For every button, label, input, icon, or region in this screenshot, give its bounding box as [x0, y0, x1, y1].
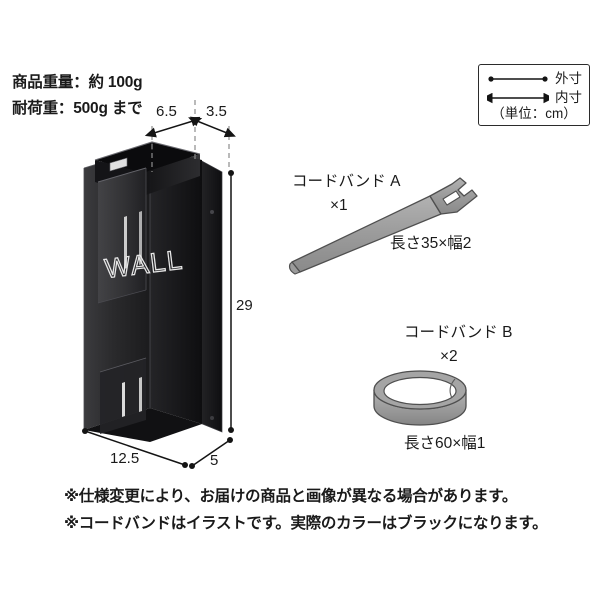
- dimension-inner-left: [144, 116, 203, 138]
- legend-inner-label: 内寸: [555, 90, 582, 105]
- dimension-label-inner-right: 3.5: [206, 103, 227, 120]
- legend-outer-label: 外寸: [555, 71, 582, 86]
- disclaimer-note-2: ※コードバンドはイラストです。実際のカラーはブラックになります。: [64, 515, 548, 532]
- cord-band-b-size: 長さ60×幅1: [404, 435, 486, 452]
- product-lower-tabs: [99, 357, 147, 434]
- disclaimer-note-1: ※仕様変更により、お届けの商品と画像が異なる場合があります。: [64, 488, 518, 505]
- dimension-label-inner-left: 6.5: [156, 103, 177, 120]
- dimension-height: [228, 170, 234, 433]
- cord-band-a-count: ×1: [330, 197, 348, 214]
- dimension-depth: [189, 437, 233, 469]
- product-weight-spec: 商品重量：約 100g: [12, 74, 143, 91]
- dimension-inner-right: [188, 116, 236, 138]
- product-front-flap: [97, 167, 147, 304]
- dimension-label-width: 12.5: [110, 450, 140, 467]
- outer-dimension-symbol-icon: [488, 76, 548, 82]
- cord-band-a-title: コードバンド A: [292, 173, 401, 190]
- legend-inner-row: 内寸: [487, 91, 582, 105]
- cord-band-b-count: ×2: [440, 348, 458, 365]
- dimension-label-height: 29: [236, 297, 253, 314]
- legend-box: 外寸 内寸 （単位：cm）: [478, 64, 590, 126]
- dimension-label-depth: 5: [210, 452, 219, 469]
- inner-dimension-symbol-icon: [487, 92, 549, 103]
- cord-band-b-title: コードバンド B: [404, 324, 513, 341]
- product-top-slot: [109, 157, 128, 172]
- dimension-width: [82, 428, 188, 468]
- load-capacity-spec: 耐荷重：500g まで: [12, 100, 143, 117]
- cord-band-a-size: 長さ35×幅2: [390, 235, 472, 252]
- legend-outer-row: 外寸: [487, 72, 582, 86]
- legend-unit-label: （単位：cm）: [491, 106, 577, 121]
